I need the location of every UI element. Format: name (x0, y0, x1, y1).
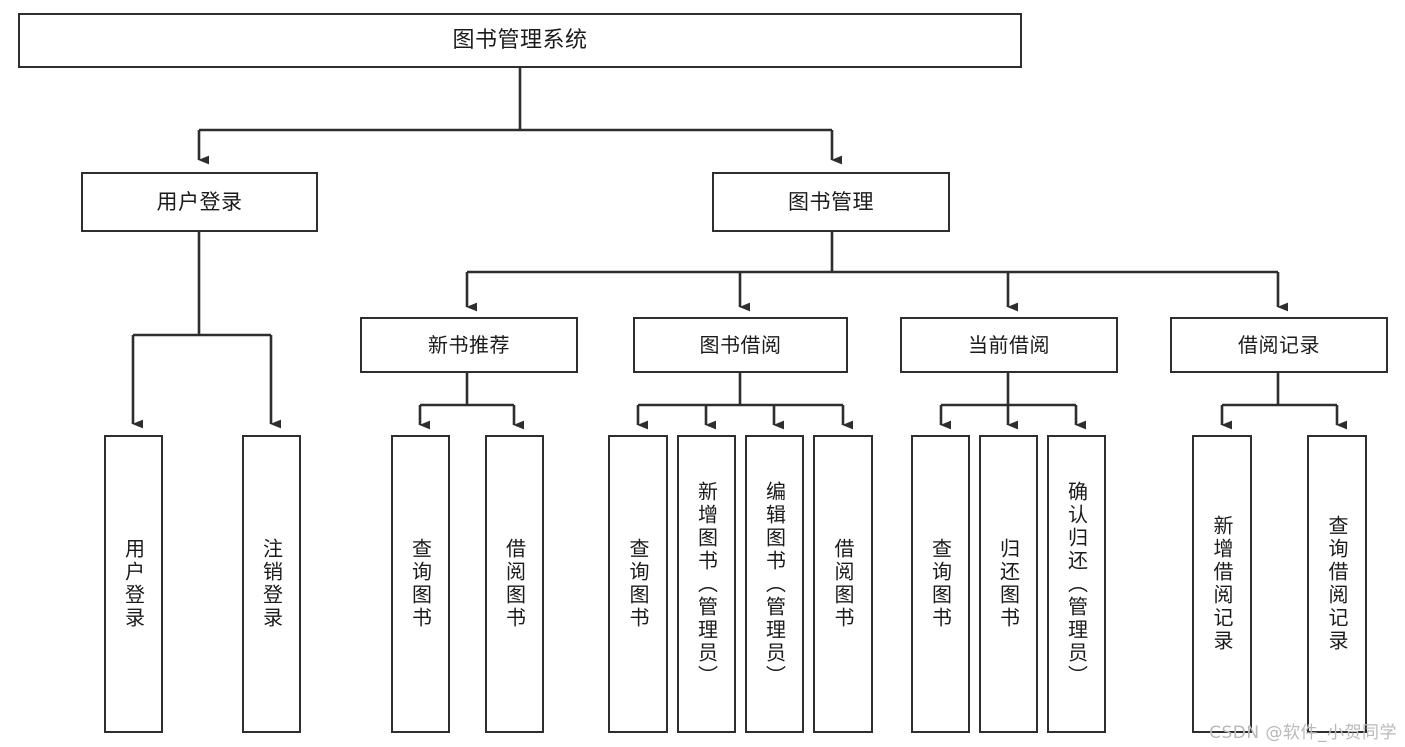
node-leaf-query-borrow-record[interactable]: 查询借阅记录 (1307, 435, 1367, 733)
node-label: 新增图书（管理员） (694, 480, 719, 688)
node-book-management-system[interactable]: 图书管理系统 (18, 13, 1022, 68)
node-leaf-borrow-book-2[interactable]: 借阅图书 (813, 435, 873, 733)
node-label: 归还图书 (996, 538, 1021, 630)
node-leaf-add-borrow-record[interactable]: 新增借阅记录 (1192, 435, 1252, 733)
node-label: 借阅图书 (831, 538, 855, 630)
node-label: 编辑图书（管理员） (762, 480, 787, 688)
node-label: 新增借阅记录 (1210, 515, 1234, 653)
node-label: 当前借阅 (968, 332, 1050, 357)
node-user-login[interactable]: 用户登录 (81, 172, 318, 232)
node-leaf-edit-book-admin[interactable]: 编辑图书（管理员） (745, 435, 804, 733)
node-label: 用户登录 (121, 538, 146, 630)
node-leaf-query-book-3[interactable]: 查询图书 (911, 435, 970, 733)
node-book-borrow[interactable]: 图书借阅 (633, 317, 848, 373)
node-label: 用户登录 (156, 189, 243, 214)
node-leaf-confirm-return-admin[interactable]: 确认归还（管理员） (1047, 435, 1106, 733)
node-label: 查询图书 (928, 538, 953, 630)
node-label: 查询借阅记录 (1325, 515, 1349, 653)
node-leaf-add-book-admin[interactable]: 新增图书（管理员） (677, 435, 736, 733)
node-leaf-query-book-1[interactable]: 查询图书 (391, 435, 450, 733)
node-label: 新书推荐 (428, 332, 510, 357)
node-label: 查询图书 (408, 538, 433, 630)
node-leaf-return-book[interactable]: 归还图书 (979, 435, 1038, 733)
node-new-book-recommend[interactable]: 新书推荐 (360, 317, 578, 373)
csdn-watermark: CSDN @软件_小贺同学 (1209, 723, 1397, 743)
node-label: 借阅记录 (1238, 332, 1320, 357)
node-label: 图书借阅 (699, 332, 782, 357)
node-label: 注销登录 (259, 538, 284, 630)
node-leaf-borrow-book-1[interactable]: 借阅图书 (485, 435, 544, 733)
node-label: 查询图书 (626, 538, 650, 630)
node-label: 图书管理 (788, 189, 874, 214)
node-leaf-user-login[interactable]: 用户登录 (104, 435, 163, 733)
node-label: 借阅图书 (502, 538, 527, 630)
node-leaf-logout-login[interactable]: 注销登录 (242, 435, 301, 733)
node-current-borrow[interactable]: 当前借阅 (900, 317, 1118, 373)
node-label: 确认归还（管理员） (1064, 480, 1089, 688)
node-leaf-query-book-2[interactable]: 查询图书 (608, 435, 668, 733)
node-book-management[interactable]: 图书管理 (712, 172, 950, 232)
node-borrow-record[interactable]: 借阅记录 (1170, 317, 1388, 373)
node-label: 图书管理系统 (452, 27, 588, 53)
